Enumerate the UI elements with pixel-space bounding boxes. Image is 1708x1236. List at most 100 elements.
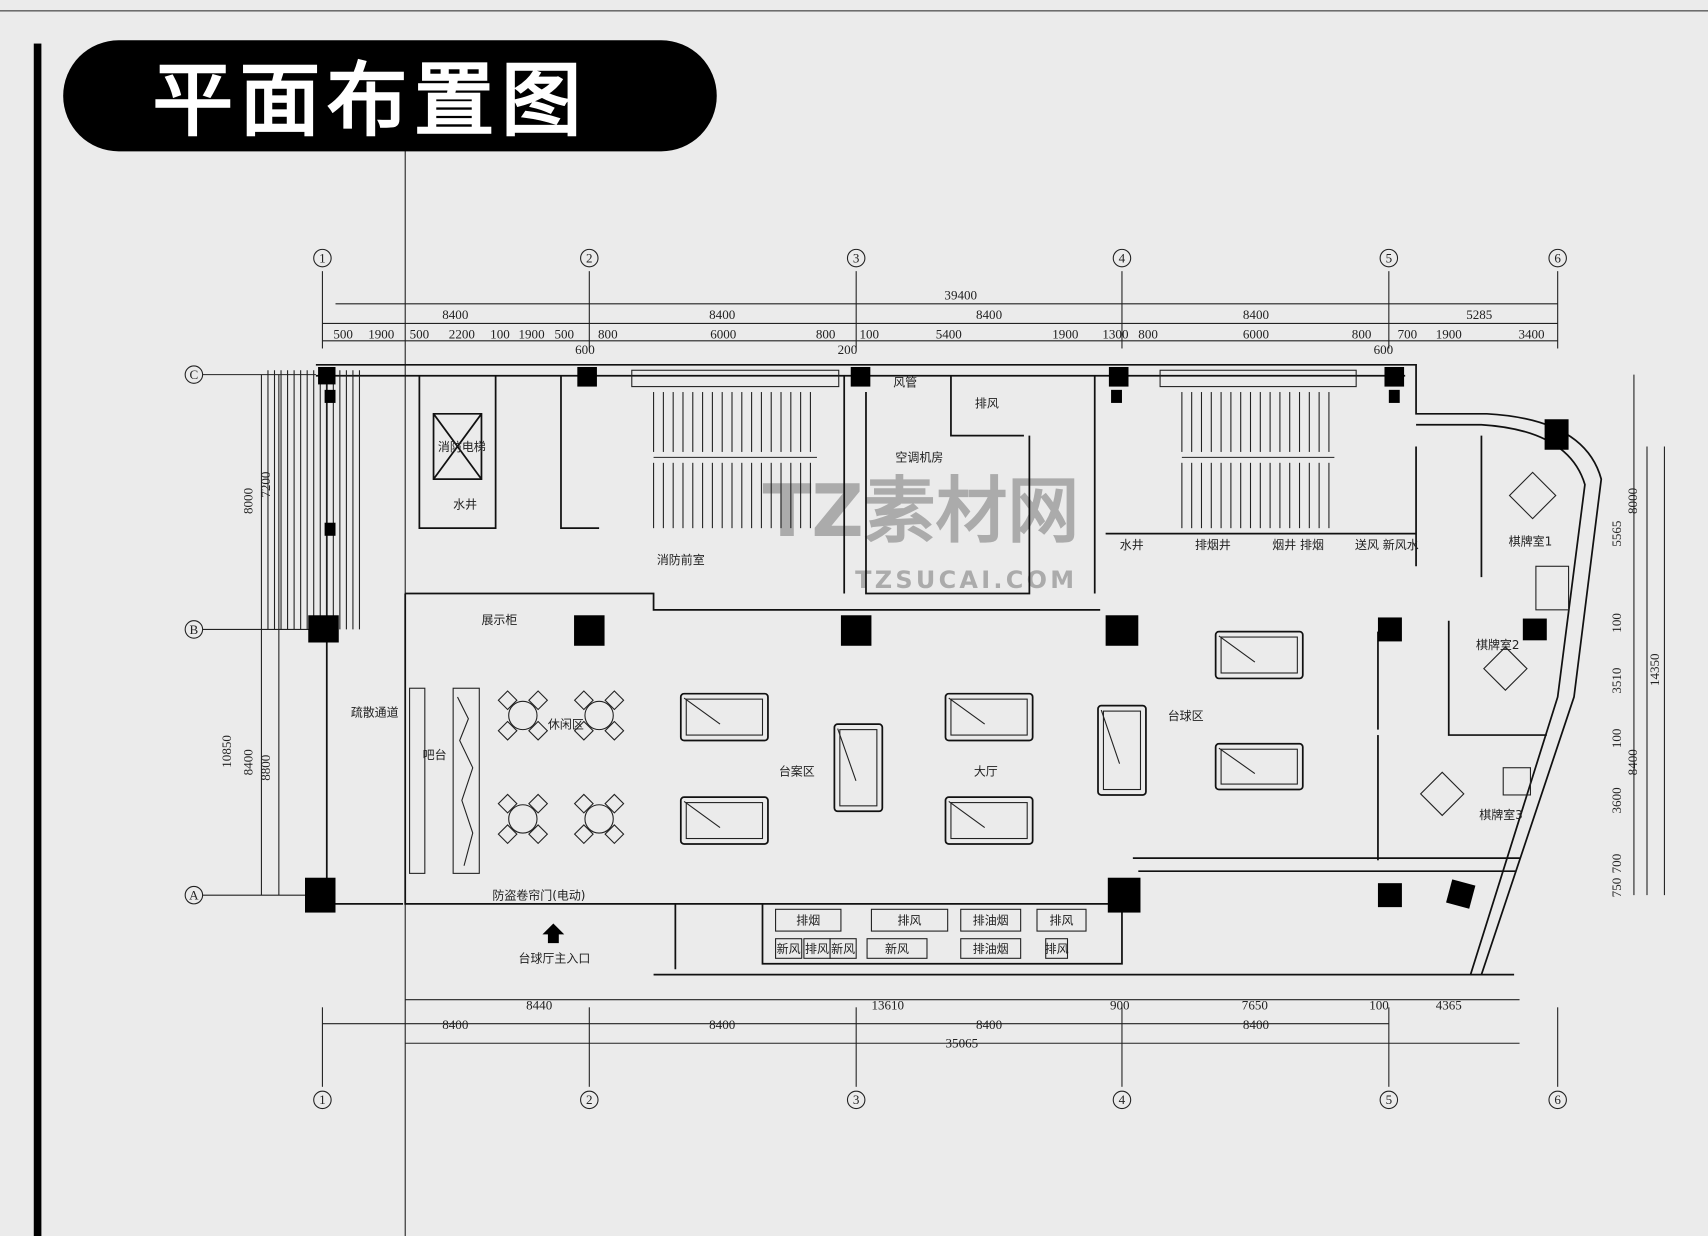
axis-circle [184,885,204,905]
label-chess-room-3: 棋牌室3 [1479,807,1523,822]
dim-text: 800 [598,327,618,342]
axis-label: 1 [319,250,326,265]
label-smoke-shaft-2: 烟井 排烟 [1272,538,1324,552]
dim-text: 4365 [1436,997,1463,1012]
dim-text: 800 [1138,327,1158,342]
round-table [584,804,614,834]
axis-circle [1112,248,1132,268]
dimension-lines [260,303,1665,1044]
column [318,366,336,385]
label-table-area: 台案区 [779,763,815,778]
entrance-ramp [267,370,361,630]
axis-circle [313,248,332,268]
dim-text: 8000 [241,487,256,514]
round-table [584,700,614,731]
label-evacuation-passage: 疏散通道 [351,705,399,720]
service-room-label: 排风 [1050,914,1074,928]
dim-text: 600 [575,342,595,357]
dim-text: 5285 [1466,307,1493,322]
dim-text: 1300 [1102,327,1129,342]
dim-text: 800 [816,327,836,342]
left-accent-bar [33,43,42,1236]
billiard-table [944,796,1034,845]
label-smoke-shaft: 排烟井 [1195,538,1231,552]
billiard-cue [1218,635,1256,663]
service-room [870,908,949,932]
dim-text: 8400 [976,307,1003,322]
dim-text: 10850 [219,735,234,768]
service-room-label: 新风 [831,941,855,956]
service-room-label: 新风 [885,941,909,956]
service-room-label: 排烟 [796,914,820,928]
label-ac-room: 空调机房 [895,450,943,465]
watermark-main: TZ素材网 [763,469,1080,553]
billiard-table-surface [1220,636,1298,674]
label-main-entrance: 台球厅主入口 [518,951,590,966]
billiard-cue [948,697,986,725]
dim-text: 500 [333,327,353,342]
bar-counter [409,687,480,874]
axis-label: C [190,367,199,382]
dim-text: 500 [554,327,574,342]
chair [528,824,549,845]
stairs [631,369,1357,529]
column [1522,618,1547,641]
label-water-well: 水井 [453,498,477,512]
round-table [508,804,538,834]
chair [497,824,518,845]
dim-text: 8000 [1625,487,1640,514]
dim-top-total: 39400 [944,287,977,302]
axis-circle [313,1090,332,1110]
chair [528,690,549,711]
chair [497,793,518,814]
service-room [960,938,1022,959]
chair [497,720,518,741]
dim-text: 8400 [1243,1017,1270,1032]
dim-text: 8400 [1243,307,1270,322]
service-room [1036,908,1087,932]
label-fire-elevator: 消防电梯 [438,439,486,454]
axis-circle [1112,1090,1132,1110]
billiard-table-surface [685,802,764,840]
dim-text: 800 [1352,327,1372,342]
chair [604,720,625,741]
label-water-well-2: 水井 [1120,538,1144,552]
label-billiards-area: 台球区 [1168,708,1204,723]
label-chess-room-1: 棋牌室1 [1509,534,1553,549]
dim-text: 3510 [1609,667,1624,694]
dim-text: 2200 [449,327,476,342]
title-banner: 平面布置图 [63,40,717,152]
chair [604,690,625,711]
column [1377,883,1402,908]
dim-text: 8400 [976,1017,1003,1032]
label-hall: 大厅 [974,764,998,778]
dim-text: 100 [490,327,510,342]
label-lounge-area: 休闲区 [548,718,584,732]
stair-landing [1159,369,1357,388]
dim-text: 13610 [871,997,904,1012]
chair [528,793,549,814]
axis-label: 1 [319,1092,326,1107]
column [1384,366,1405,387]
axis-circle [1379,1090,1399,1110]
axis-circle [580,248,599,268]
axis-label: 4 [1119,1092,1126,1107]
service-room-label: 排风 [898,914,922,928]
billiard-table [944,692,1034,742]
service-room [829,938,857,959]
axis-circle [580,1090,599,1110]
chair [604,793,625,814]
watermark: TZ素材网 TZSUCAI.COM [763,469,1080,594]
dim-text: 700 [1609,853,1624,873]
billiard-cue [683,801,721,829]
dim-text: 8400 [709,1017,736,1032]
billiard-table [1214,742,1304,791]
dim-text: 8400 [442,1017,469,1032]
column [574,615,605,646]
service-room [960,908,1022,932]
billiard-table-surface [1102,710,1142,791]
dim-text: 8400 [709,307,736,322]
